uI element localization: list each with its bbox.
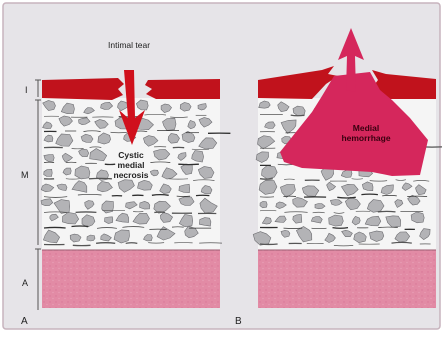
media-cell bbox=[260, 201, 267, 207]
label-intima: I bbox=[25, 85, 28, 95]
media-fiber bbox=[126, 243, 138, 244]
media-cell bbox=[199, 218, 211, 227]
media-fiber bbox=[337, 197, 356, 198]
panel-a-necrosis-line1: Cystic bbox=[118, 150, 144, 160]
media-cell bbox=[87, 235, 95, 241]
panel-b-adventitia bbox=[258, 250, 436, 308]
media-fiber bbox=[96, 243, 115, 244]
panel-a-intima-right bbox=[145, 79, 220, 99]
panel-a: Intimal tear Cystic medial necrosis A bbox=[21, 40, 230, 327]
media-fiber bbox=[378, 211, 396, 212]
media-fiber bbox=[392, 242, 412, 243]
label-adventitia: A bbox=[22, 278, 28, 288]
panel-a-necrosis-line3: necrosis bbox=[114, 170, 149, 180]
panel-a-tear-label: Intimal tear bbox=[108, 40, 150, 50]
media-fiber bbox=[152, 195, 169, 196]
panel-a-adventitia bbox=[42, 250, 220, 308]
panel-a-necrosis-line2: medial bbox=[118, 160, 145, 170]
panel-a-label: A bbox=[21, 316, 28, 327]
media-fiber bbox=[72, 226, 89, 227]
panel-a-intima-left bbox=[42, 78, 124, 100]
media-fiber bbox=[44, 227, 66, 228]
media-fiber bbox=[333, 228, 349, 229]
media-fiber bbox=[260, 179, 273, 180]
panel-b-label: B bbox=[235, 316, 242, 327]
panel-b-hemorrhage-line2: hemorrhage bbox=[341, 133, 390, 143]
label-media: M bbox=[21, 170, 29, 180]
media-fiber bbox=[291, 115, 305, 116]
panel-b-hemorrhage-line1: Medial bbox=[353, 123, 379, 133]
